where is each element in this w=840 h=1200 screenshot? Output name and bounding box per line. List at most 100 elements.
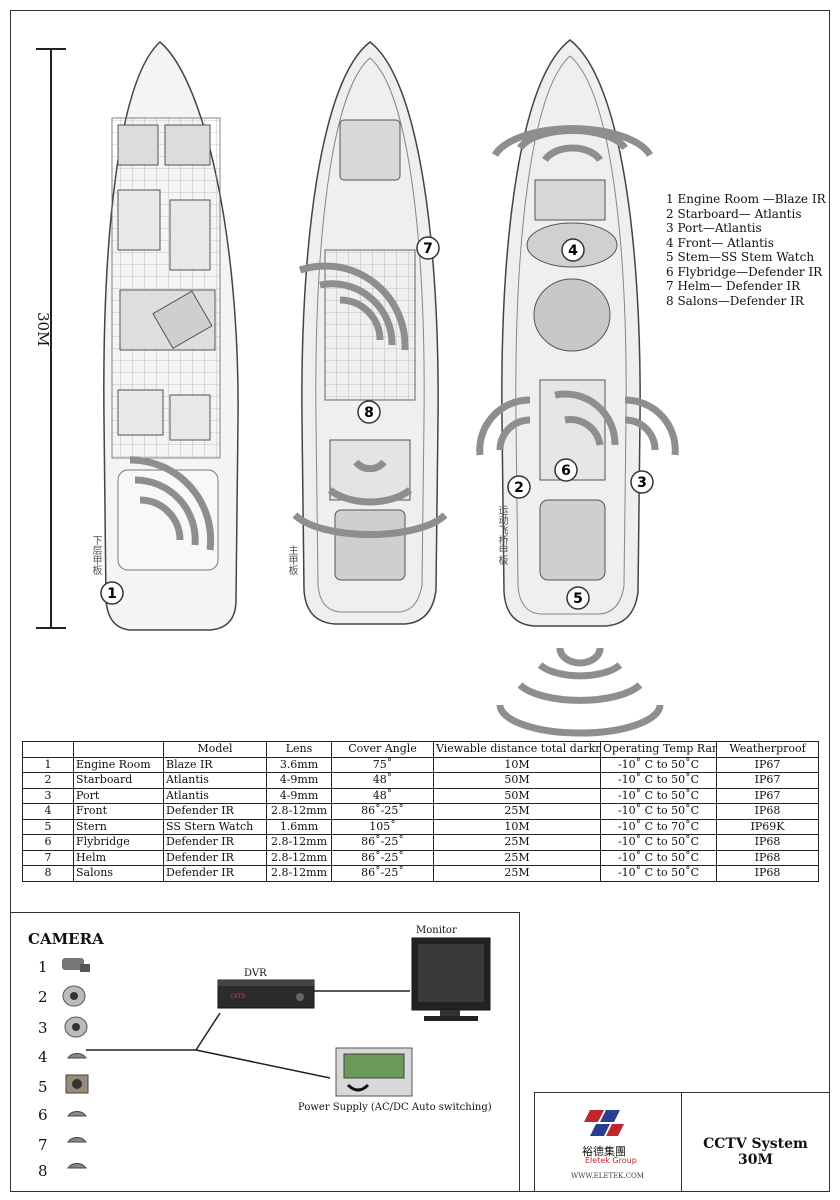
table-cell: Helm (73, 849, 164, 866)
table-cell: 86˚-25˚ (331, 803, 434, 820)
table-cell: -10˚ C to 70˚C (600, 818, 717, 835)
table-cell: Front (73, 803, 164, 820)
table-cell: 4-9mm (266, 772, 332, 789)
yacht-plans: 1 7 8 4 2 6 3 5 (100, 39, 679, 737)
table-cell: 2.8-12mm (266, 865, 332, 882)
table-cell: Defender IR (163, 834, 267, 851)
table-cell: -10˚ C to 50˚C (600, 834, 717, 851)
table-cell: 86˚-25˚ (331, 849, 434, 866)
svg-text:6: 6 (561, 463, 571, 479)
legend-item: 2 Starboard— Atlantis (666, 206, 802, 221)
dome-camera-icon (67, 1111, 87, 1117)
table-header-row: Model Lens Cover Angle Viewable distance… (22, 741, 819, 758)
wave-5b (537, 662, 623, 680)
table-cell: 2.8-12mm (266, 803, 332, 820)
wave-5d (496, 704, 664, 737)
wave-7a (339, 296, 384, 341)
table-cell: Atlantis (163, 772, 267, 789)
table-cell: 4-9mm (266, 787, 332, 804)
dvr-unit: CKTS (217, 979, 315, 1009)
camera-section (10, 912, 520, 1192)
table-cell: 86˚-25˚ (331, 834, 434, 851)
table-header: Weatherproof (716, 741, 819, 758)
wave-1b (134, 476, 199, 546)
svg-text:3: 3 (637, 475, 647, 491)
scale-line (50, 48, 52, 628)
wave-4c (491, 125, 654, 157)
dome-camera-icon (62, 985, 86, 1007)
table-header: Operating Temp Range (600, 741, 717, 758)
table-cell: 4 (22, 803, 74, 820)
marker-7: 7 (416, 236, 440, 260)
table-cell: IP68 (716, 849, 819, 866)
svg-text:5: 5 (573, 591, 583, 607)
dome-camera-icon (67, 1053, 87, 1059)
table-cell: IP67 (716, 756, 819, 773)
svg-text:CKTS: CKTS (230, 993, 245, 1000)
wave-8a (353, 459, 387, 473)
camera-number: 1 (38, 958, 48, 976)
table-cell: -10˚ C to 50˚C (600, 849, 717, 866)
dvr-label: DVR (244, 968, 267, 979)
wire-power (195, 1049, 331, 1079)
marker-1: 1 (100, 581, 124, 605)
wave-6b (554, 390, 619, 446)
table-header (73, 741, 164, 758)
wave-7b (319, 280, 396, 346)
company-url: WWW.ELETEK.COM (571, 1172, 644, 1180)
table-cell: 25M (433, 865, 601, 882)
legend-item: 3 Port—Atlantis (666, 221, 762, 235)
table-cell: IP69K (716, 818, 819, 835)
marker-4: 4 (561, 238, 585, 262)
table-cell: IP67 (716, 772, 819, 789)
power-supply-unit (335, 1047, 413, 1097)
table-cell: Engine Room (73, 756, 164, 773)
table-cell: Flybridge (73, 834, 164, 851)
table-cell: 50M (433, 772, 601, 789)
wave-6a (564, 416, 604, 446)
table-header: Cover Angle (331, 741, 434, 758)
table-cell: SS Stern Watch (163, 818, 267, 835)
legend-item: 8 Salons—Defender IR (666, 293, 804, 308)
camera-title: CAMERA (28, 930, 104, 948)
table-cell: -10˚ C to 50˚C (600, 756, 717, 773)
table-cell: 2.8-12mm (266, 834, 332, 851)
table-cell: Atlantis (163, 787, 267, 804)
system-title: CCTV System 30M (681, 1136, 830, 1168)
wave-8b (327, 487, 413, 506)
deck-label-main: 主甲板 (286, 545, 297, 575)
table-cell: Blaze IR (163, 756, 267, 773)
table-cell: 10M (433, 756, 601, 773)
table-cell: -10˚ C to 50˚C (600, 772, 717, 789)
table-cell: 3.6mm (266, 756, 332, 773)
camera-legend: 1 Engine Room —Blaze IR 2 Starboard— Atl… (666, 192, 826, 308)
legend-item: 1 Engine Room —Blaze IR (666, 192, 826, 206)
bullet-camera-icon (62, 958, 90, 972)
table-cell: 10M (433, 818, 601, 835)
legend-item: 4 Front— Atlantis (666, 235, 774, 250)
svg-text:2: 2 (514, 480, 524, 496)
marker-5: 5 (566, 586, 590, 610)
camera-number: 3 (38, 1019, 48, 1037)
power-supply-label: Power Supply (AC/DC Auto switching) (298, 1102, 492, 1113)
marker-2: 2 (507, 475, 531, 499)
lower-deck-plan (103, 41, 239, 631)
table-cell: 25M (433, 803, 601, 820)
dome-camera-icon (67, 1163, 87, 1169)
wire-camera-dvr (86, 1012, 221, 1051)
camera-number: 4 (38, 1048, 48, 1066)
deck-label-lower: 下层甲板 (90, 535, 101, 575)
deck-label-fly: 运动飞桥甲板 (496, 505, 507, 565)
table-cell: Starboard (73, 772, 164, 789)
flybridge-deck-plan (501, 39, 641, 627)
table-cell: 5 (22, 818, 74, 835)
eletek-logo-icon (584, 1110, 624, 1136)
table-cell: 50M (433, 787, 601, 804)
camera-number: 5 (38, 1078, 48, 1096)
wave-5a (556, 647, 604, 667)
